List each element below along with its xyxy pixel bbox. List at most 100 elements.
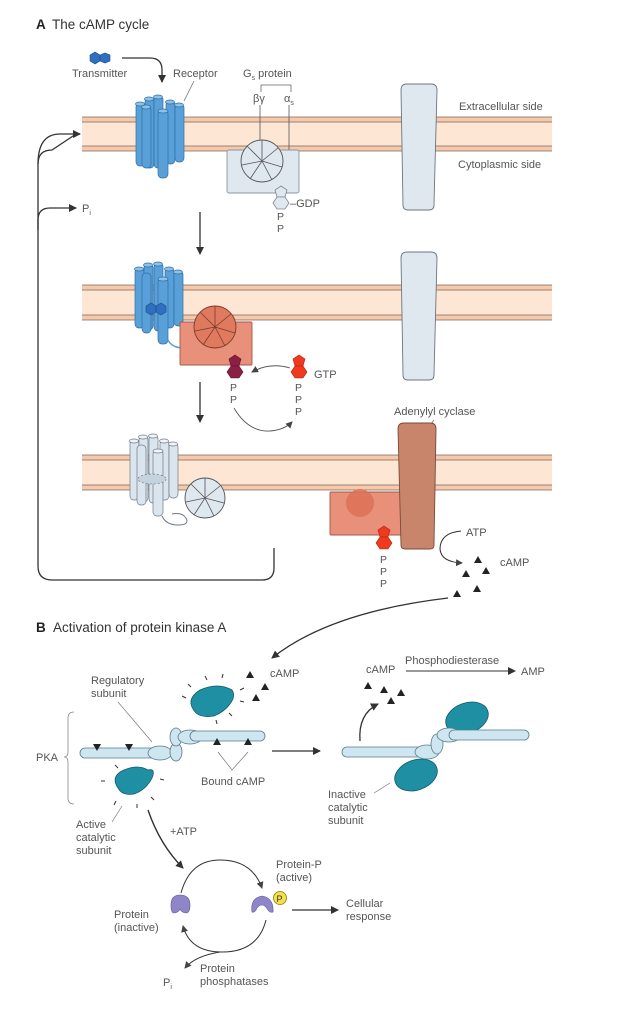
gtp-p1: P xyxy=(295,382,302,394)
phosphate-badge-label: P xyxy=(277,894,283,904)
bound-camp-leader xyxy=(217,751,249,771)
camp-molecules-a xyxy=(453,556,490,597)
transmitter-icon xyxy=(89,51,111,65)
inactive-catalytic-label-2: catalytic xyxy=(328,802,368,814)
extracellular-label: Extracellular side xyxy=(459,101,543,113)
atp-conversion-arrow xyxy=(439,530,463,567)
gs-protein-inactive xyxy=(226,139,300,194)
gtp-icon xyxy=(290,354,308,379)
gs-protein-label: Gs protein xyxy=(243,68,292,82)
gs-beta-gamma xyxy=(184,477,226,519)
camp-release-arrow xyxy=(359,703,379,742)
inactive-catalytic-label-1: Inactive xyxy=(328,789,366,801)
gtp-bound-icon xyxy=(375,525,393,550)
receptor-inactive xyxy=(129,433,179,517)
regulatory-subunit-upper xyxy=(169,727,266,747)
camp-in-label: cAMP xyxy=(270,668,299,680)
protein-label-2: (inactive) xyxy=(114,922,159,934)
dephosphorylation-arrow xyxy=(181,919,267,953)
pka-bracket xyxy=(63,711,75,805)
amp-label: AMP xyxy=(521,666,545,678)
protein-p-label-2: (active) xyxy=(276,872,312,884)
panel-a-title: The cAMP cycle xyxy=(52,17,149,32)
adenylyl-cyclase-active xyxy=(397,422,437,550)
phosphatases-label-1: Protein xyxy=(200,963,235,975)
gdp-label: –GDP xyxy=(290,198,320,210)
camp-out-label: cAMP xyxy=(366,664,395,676)
inactive-catalytic-label-3: subunit xyxy=(328,815,363,827)
bound-transmitter-icon xyxy=(145,302,167,316)
active-catalytic-leader xyxy=(111,805,123,823)
active-catalytic-label-2: catalytic xyxy=(76,832,116,844)
cellular-response-label-2: response xyxy=(346,911,391,923)
gs-protein-active xyxy=(179,305,253,366)
camp-label-a: cAMP xyxy=(500,557,529,569)
inactive-catalytic-leader xyxy=(373,782,391,794)
gs-bracket xyxy=(260,84,292,92)
gtp-p2: P xyxy=(295,394,302,406)
bound-camp-label: Bound cAMP xyxy=(201,776,265,788)
camp-molecules-out xyxy=(364,682,405,704)
phosphatases-label-2: phosphatases xyxy=(200,976,269,988)
gtp-p3: P xyxy=(295,406,302,418)
plus-atp-label: +ATP xyxy=(170,826,197,838)
phosphodiesterase-label: Phosphodiesterase xyxy=(405,655,499,667)
protein-label-1: Protein xyxy=(114,909,149,921)
gs-alpha-active xyxy=(329,489,405,536)
atp-label: ATP xyxy=(466,527,487,539)
transmitter-label: Transmitter xyxy=(72,68,128,80)
regulatory-leader xyxy=(117,701,153,743)
inactive-pka-complex xyxy=(341,701,530,792)
adenylyl-cyclase-inactive-2 xyxy=(400,251,438,381)
regulatory-subunit-label-2: subunit xyxy=(91,688,126,700)
gtp-exchange-arrow xyxy=(251,365,291,373)
gdp-p2: P xyxy=(277,223,284,235)
protein-inactive-icon xyxy=(170,894,191,914)
gdp-p1: P xyxy=(277,211,284,223)
pi-release-arrow xyxy=(184,951,221,969)
alpha-s-label: αs xyxy=(284,93,294,107)
camp-molecules-in xyxy=(246,671,269,701)
gdp-bound-p2: P xyxy=(230,394,237,406)
catalytic-subunit-released-lower xyxy=(101,764,165,808)
gtp-bound-p3: P xyxy=(380,578,387,590)
camp-to-pka-arrow xyxy=(271,597,449,659)
gdp-release-arrow xyxy=(233,407,293,432)
receptor-inactive-loop xyxy=(161,513,188,526)
regulatory-subunit-label-1: Regulatory xyxy=(91,675,145,687)
camp-bound-regulatory xyxy=(93,738,252,751)
gtp-label: GTP xyxy=(314,369,337,381)
gdp-icon xyxy=(272,185,290,210)
gdp-bound-icon xyxy=(226,354,244,379)
gtp-bound-p2: P xyxy=(380,566,387,578)
pi-return-arrow xyxy=(37,204,275,581)
cellular-response-label-1: Cellular xyxy=(346,898,384,910)
protein-active-icon xyxy=(251,895,274,913)
panel-a-letter: A xyxy=(36,17,46,32)
receptor-label: Receptor xyxy=(173,68,218,80)
gdp-bound-p1: P xyxy=(230,382,237,394)
receptor-return-arrow xyxy=(37,130,81,230)
adenylyl-cyclase-label: Adenylyl cyclase xyxy=(394,406,475,418)
pi-label-a: Pi xyxy=(82,203,91,217)
loop-upper xyxy=(37,133,77,165)
catalytic-subunit-released-upper xyxy=(181,673,245,725)
phosphate-badge xyxy=(273,891,287,905)
panel-b-title: Activation of protein kinase A xyxy=(53,620,226,635)
receptor-top xyxy=(135,94,185,179)
receptor-middle xyxy=(134,261,184,345)
transmitter-arrow xyxy=(122,57,166,83)
plus-atp-arrow xyxy=(147,809,184,869)
pi-label-b: Pi xyxy=(163,977,172,991)
beta-gamma-label: βγ xyxy=(253,93,265,105)
pka-label: PKA xyxy=(36,752,59,764)
phosphorylation-arrow xyxy=(180,859,264,894)
gtp-bound-p1: P xyxy=(380,554,387,566)
active-catalytic-label-1: Active xyxy=(76,819,106,831)
protein-p-label-1: Protein-P xyxy=(276,859,322,871)
adenylyl-cyclase-inactive-1 xyxy=(400,83,438,211)
receptor-leader-line xyxy=(183,80,195,102)
active-catalytic-label-3: subunit xyxy=(76,845,111,857)
cytoplasmic-label: Cytoplasmic side xyxy=(458,159,541,171)
